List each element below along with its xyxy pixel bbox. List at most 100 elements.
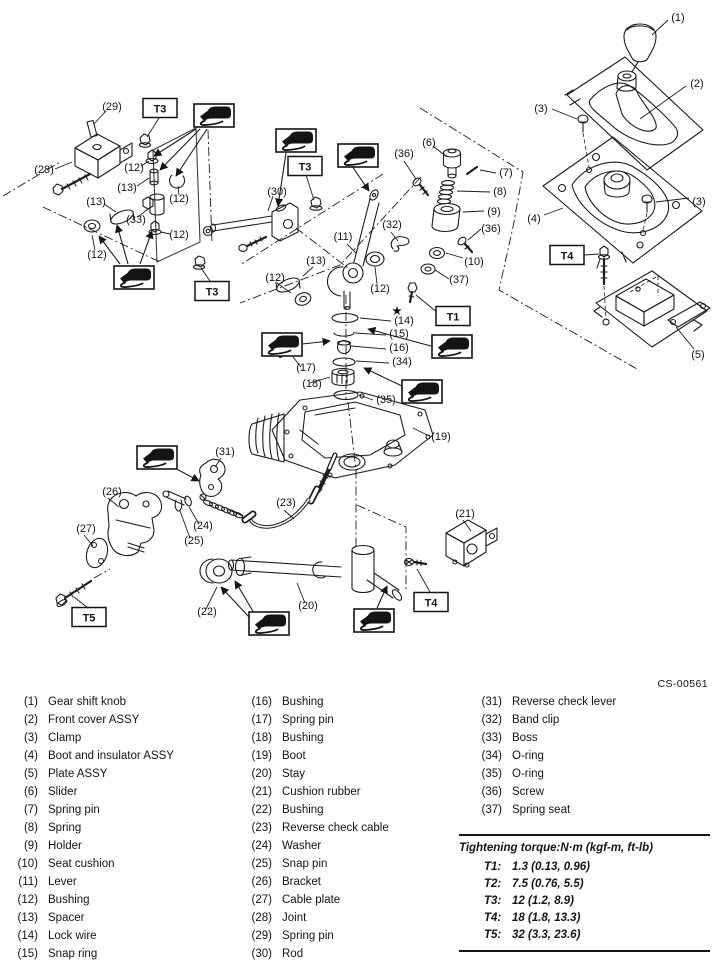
part-number: (13) xyxy=(17,912,38,924)
part-name: Joint xyxy=(282,912,307,924)
callout-label: (29) xyxy=(102,101,122,113)
parts-row: (19) Boot xyxy=(240,747,389,765)
t4-bolt-upper xyxy=(597,245,611,321)
part-name: Boot xyxy=(282,750,306,762)
part-name: Holder xyxy=(48,840,82,852)
part-number: (8) xyxy=(23,822,38,834)
torque-value: 7.5 (0.76, 5.5) xyxy=(512,878,584,890)
callout-label: (36) xyxy=(394,148,414,160)
parts-row: (27)Cable plate xyxy=(240,891,389,909)
reverse-check-cable-part xyxy=(226,452,338,529)
part-name: Reverse check cable xyxy=(282,822,389,834)
torque-label: T2: xyxy=(484,878,502,890)
torque-tag-label: T3 xyxy=(206,287,219,299)
clamp-screws xyxy=(577,114,653,237)
part-number: (2) xyxy=(23,714,38,726)
torque-tag-box xyxy=(71,606,107,628)
part-number: (30) xyxy=(251,948,272,960)
slider-column xyxy=(407,148,479,304)
callout-label: (6) xyxy=(422,137,435,149)
callout-label: (1) xyxy=(671,12,684,24)
part-number: (37) xyxy=(481,804,502,816)
callout-label: (15) xyxy=(389,328,409,340)
grease-symbol xyxy=(401,379,443,404)
torque-label: T1: xyxy=(484,861,502,873)
callout-label: (36) xyxy=(481,223,501,235)
parts-row: (20)Stay xyxy=(240,765,389,783)
part-number: (25) xyxy=(251,858,272,870)
torque-value: 1.3 (0.13, 0.96) xyxy=(512,861,590,873)
callout-label: (17) xyxy=(296,362,316,374)
callout-label: (22) xyxy=(197,606,217,618)
grease-symbol xyxy=(248,611,290,636)
part-number: (35) xyxy=(481,768,502,780)
parts-row: (17)Spring pin xyxy=(240,711,389,729)
part-name: Spring pin xyxy=(282,930,334,942)
part-number: (15) xyxy=(17,948,38,960)
parts-row: (32)Band clip xyxy=(470,711,616,729)
part-name: Boot and insulator ASSY xyxy=(48,750,174,762)
callout-label: (14) xyxy=(394,315,414,327)
part-number: (33) xyxy=(481,732,502,744)
part-number: (31) xyxy=(481,696,502,708)
part-number: (19) xyxy=(251,750,272,762)
callout-label: (30) xyxy=(267,186,287,198)
parts-row: (6)Slider xyxy=(6,783,174,801)
callout-label: (12) xyxy=(87,249,107,261)
parts-row: (22)Bushing xyxy=(240,801,389,819)
part-number: (29) xyxy=(251,930,272,942)
part-name: Bushing xyxy=(48,894,90,906)
parts-row: (30)Rod xyxy=(240,945,389,963)
part-name: Snap pin xyxy=(282,858,328,870)
part-name: O-ring xyxy=(512,768,544,780)
part-number: (26) xyxy=(251,876,272,888)
torque-tag-box xyxy=(413,591,449,613)
part-number: (24) xyxy=(251,840,272,852)
torque-rows: T1:1.3 (0.13, 0.96)T2:7.5 (0.76, 5.5)T3:… xyxy=(459,859,710,944)
part-name: Reverse check lever xyxy=(512,696,617,708)
grease-symbol xyxy=(353,608,395,633)
callout-label: (28) xyxy=(34,164,54,176)
figure-code: CS-00561 xyxy=(657,678,708,690)
torque-row: T1: 1.3 (0.13, 0.96) xyxy=(459,859,710,876)
parts-row: (31) Reverse check lever xyxy=(470,693,617,711)
cable-plate-part xyxy=(85,537,109,569)
part-name: Spring pin xyxy=(48,804,100,816)
cushion-rubber-part xyxy=(445,519,498,568)
bracket-part xyxy=(107,491,163,557)
part-name: Boss xyxy=(512,732,538,744)
parts-row: (15)Snap ring xyxy=(6,945,174,963)
figure-svg: T3T3T3T1T4T4T5(1)(2)(3)(3)(4)(5)(6)(7)(8… xyxy=(2,12,711,636)
grease-symbol xyxy=(275,128,317,153)
grease-symbol xyxy=(261,332,303,357)
parts-row: (16)Bushing xyxy=(240,693,389,711)
part-number: (14) xyxy=(17,930,38,942)
parts-row: (34)O-ring xyxy=(470,747,616,765)
callout-label: (37) xyxy=(449,274,469,286)
callout-label: (11) xyxy=(334,231,353,243)
parts-row: (14)Lock wire xyxy=(6,927,174,945)
boot-insulator-part xyxy=(542,136,703,269)
callout-label: (10) xyxy=(464,256,484,268)
part-name: Bushing xyxy=(282,696,324,708)
gear-shift-knob-part xyxy=(623,23,657,73)
part-number: (21) xyxy=(251,786,272,798)
parts-row: (26)Bracket xyxy=(240,873,389,891)
parts-row: (18)Bushing xyxy=(240,729,389,747)
part-name: Spring xyxy=(48,822,82,834)
parts-row: (11)Lever xyxy=(6,873,174,891)
callout-label: (13) xyxy=(86,196,106,208)
bushing-spool-part xyxy=(199,556,252,584)
callout-label: (5) xyxy=(691,349,704,361)
torque-tag-box xyxy=(194,280,230,302)
callout-label: (25) xyxy=(184,535,204,547)
part-name: Front cover ASSY xyxy=(48,714,140,726)
part-number: (12) xyxy=(17,894,38,906)
torque-value: 18 (1.8, 13.3) xyxy=(512,912,581,924)
part-name: Gear shift knob xyxy=(48,696,126,708)
parts-col2: (16)Bushing(17)Spring pin(18)Bushing(19)… xyxy=(240,693,389,963)
torque-tag-box xyxy=(549,244,585,266)
phantom-lines xyxy=(2,107,638,590)
callout-label: (12) xyxy=(169,193,189,205)
